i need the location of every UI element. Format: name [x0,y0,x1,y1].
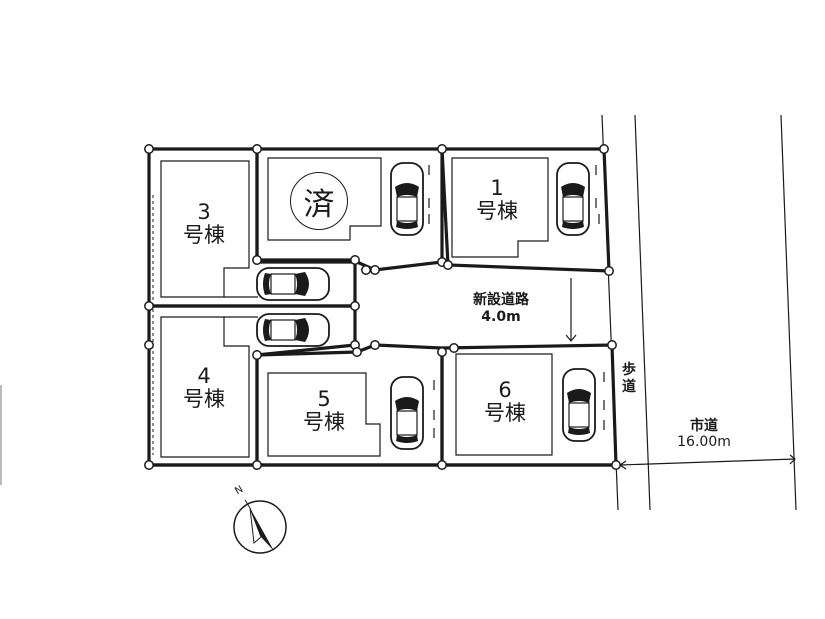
new-road-name: 新設道路 [473,292,529,308]
new-road-label: 新設道路 4.0m [456,292,546,326]
boundary-marker [352,347,362,357]
boundary-marker [252,255,262,265]
boundary-marker [370,340,380,350]
boundary-marker [252,350,262,360]
car-lot-5 [390,376,424,450]
north-arrow-compass [233,499,287,554]
new-road-width: 4.0m [481,308,521,325]
boundary-marker [370,265,380,275]
city-road-dimension [618,454,796,470]
boundary-marker [144,460,154,470]
sold-badge: 済 [290,172,348,230]
city-road-label: 市道 16.00m [664,418,744,450]
city-road-lines [780,114,797,511]
road-width-dimension [565,278,577,342]
lot-4-number: 4 [197,364,211,388]
lot-5-suffix: 号棟 [303,409,345,434]
lot-3-suffix: 号棟 [183,222,225,247]
car-lot-4 [256,313,330,347]
lot-5-label: 5 号棟 [298,388,350,433]
boundary-marker [607,340,617,350]
city-road-name: 市道 [690,418,718,434]
boundary-marker [350,301,360,311]
lot-6-number: 6 [498,378,512,402]
lot-1-suffix: 号棟 [476,198,518,223]
lot-6-label: 6 号棟 [479,379,531,424]
boundary-marker [437,460,447,470]
boundary-marker [604,266,614,276]
boundary-marker [437,347,447,357]
lot-5-house-outline [267,372,381,457]
sidewalk-label: 歩 道 [622,362,636,395]
lot-3-number: 3 [197,200,211,224]
car-lot-2 [390,162,424,236]
lot-6-house-outline [455,353,553,456]
boundary-marker [599,144,609,154]
lot-4-label: 4 号棟 [178,365,230,410]
boundary-marker [437,144,447,154]
boundary-marker [144,340,154,350]
lot-1-number: 1 [490,176,504,200]
boundary-marker [144,301,154,311]
lot-1-house-outline [451,157,549,258]
boundary-marker [361,265,371,275]
lot-1-label: 1 号棟 [471,177,523,222]
car-lot-6 [562,368,596,442]
lot-6-suffix: 号棟 [484,400,526,425]
boundary-marker [449,343,459,353]
sidewalk-lines [601,114,651,511]
lot-2-house-outline [267,157,382,241]
lot-3-label: 3 号棟 [178,201,230,246]
boundary-marker [443,260,453,270]
lot-4-suffix: 号棟 [183,386,225,411]
left-edge-marks [0,385,2,485]
boundary-marker [350,255,360,265]
boundary-marker [252,144,262,154]
boundary-marker [144,144,154,154]
boundary-marker [611,460,621,470]
lot-3-house-outline [160,160,250,298]
lot-5-number: 5 [317,387,331,411]
city-road-width: 16.00m [677,434,731,451]
boundary-marker [252,460,262,470]
car-lot-3 [256,267,330,301]
car-lot-1 [556,162,590,236]
